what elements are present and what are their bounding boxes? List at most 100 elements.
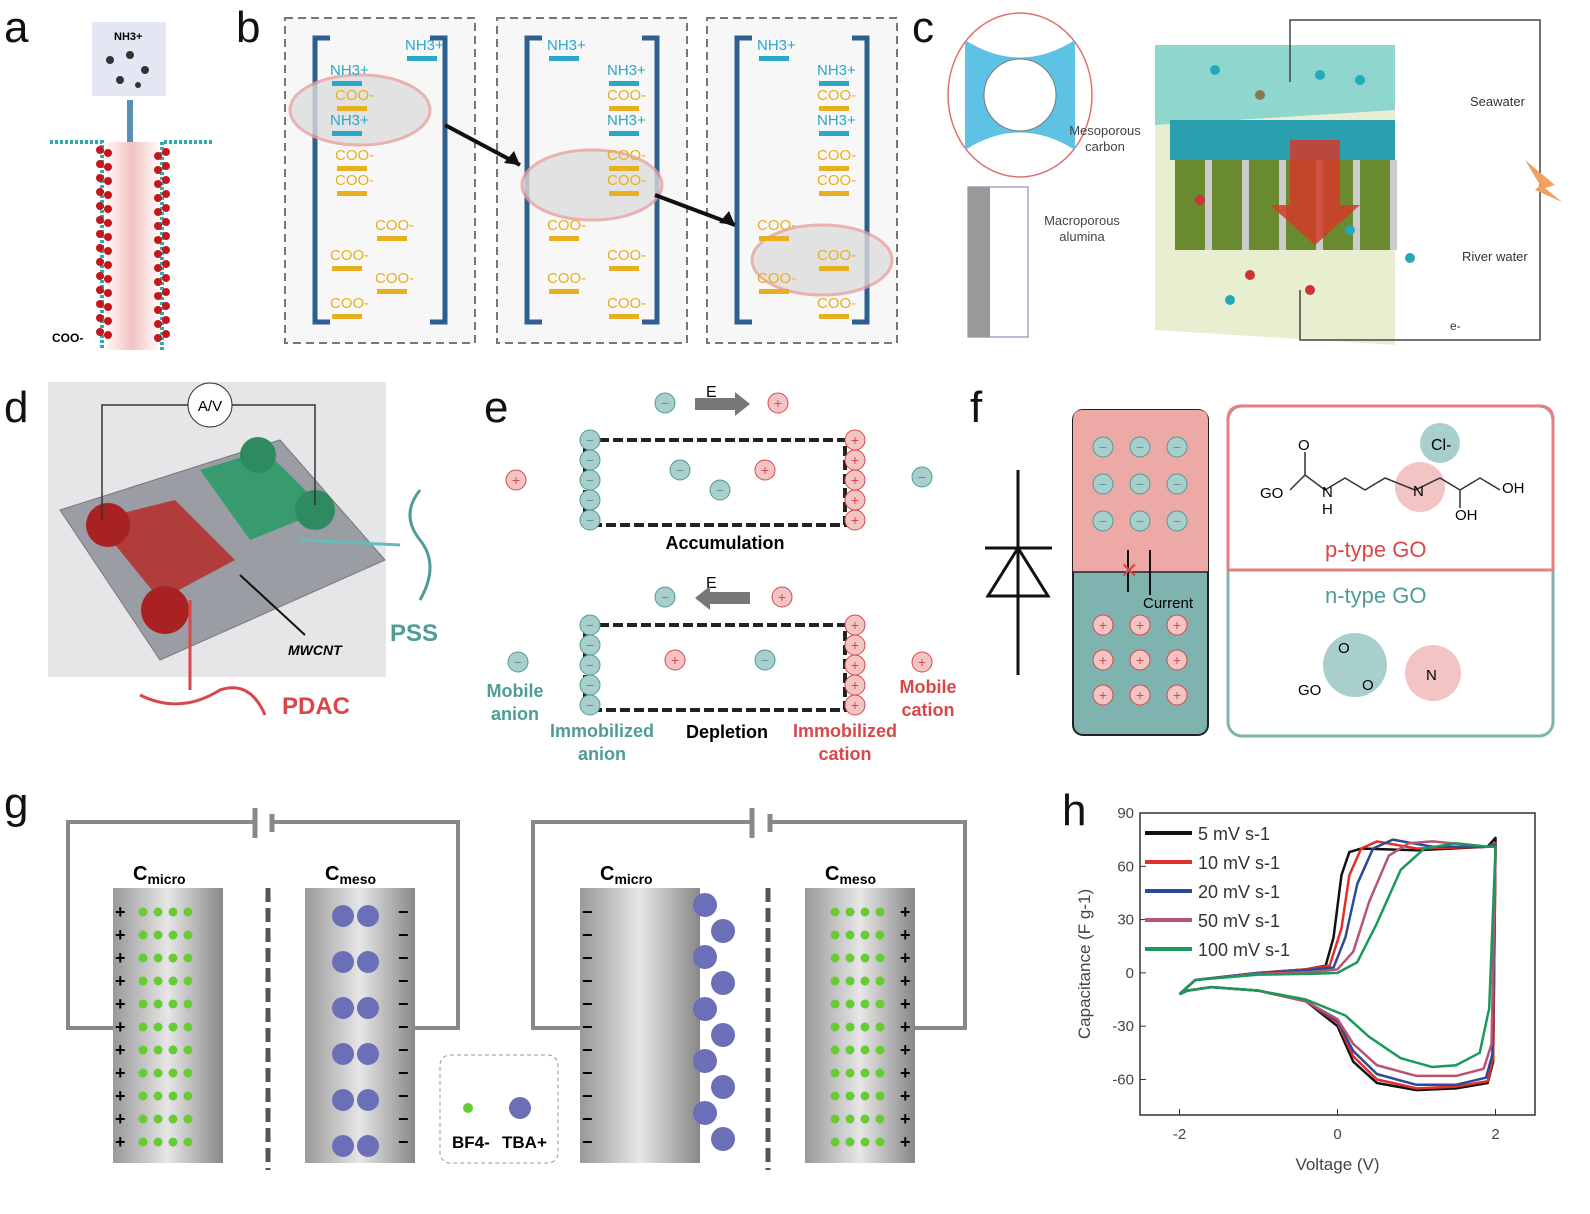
label-electron: e- xyxy=(1450,319,1461,333)
bf4-ion xyxy=(860,1114,870,1124)
ion-sign: + xyxy=(851,472,859,488)
cation-icon xyxy=(1129,614,1151,636)
bf4-ion xyxy=(183,1068,193,1078)
bf4-ion xyxy=(830,953,840,963)
amine-label: NH3+ xyxy=(330,112,369,129)
carboxyl-dot xyxy=(162,162,170,170)
carboxyl-dot xyxy=(96,314,104,322)
ion xyxy=(1345,225,1355,235)
charge-sign: − xyxy=(398,1109,409,1129)
electrode-label: Cmeso xyxy=(825,863,876,887)
carboxyl-dot xyxy=(162,190,170,198)
carboxyl-dot xyxy=(96,328,104,336)
ion-sign: − xyxy=(1099,513,1107,529)
carboxyl-dot xyxy=(162,204,170,212)
bf4-ion xyxy=(830,1091,840,1101)
bf4-ion xyxy=(138,1022,148,1032)
carboxyl-dot xyxy=(104,177,112,185)
carboxyl-bar xyxy=(377,236,407,241)
channel-wall xyxy=(430,35,448,325)
charge-sign: + xyxy=(900,1063,911,1083)
carboxyl-dot xyxy=(104,275,112,283)
ion-sign: + xyxy=(1136,617,1144,633)
electrode xyxy=(113,888,223,1163)
chloride-label: Cl- xyxy=(1431,437,1451,454)
label-tba: TBA+ xyxy=(502,1133,547,1152)
bf4-ion xyxy=(168,1114,178,1124)
label-n-type-go: n-type GO xyxy=(1325,583,1426,608)
bf4-ion xyxy=(168,999,178,1009)
bf4-ion xyxy=(168,953,178,963)
ion-sign: + xyxy=(512,472,520,488)
ion-sign: + xyxy=(851,492,859,508)
carboxyl-bar xyxy=(609,166,639,171)
bf4-ion xyxy=(168,1137,178,1147)
carboxyl-dot xyxy=(154,152,162,160)
bf4-ion xyxy=(830,1068,840,1078)
pore-wall xyxy=(1390,160,1397,250)
carboxyl-dot xyxy=(96,286,104,294)
molecule-structure xyxy=(1289,452,1501,508)
tba-ion xyxy=(711,1023,735,1047)
channel-wall xyxy=(312,35,330,325)
carboxyl-dot xyxy=(104,205,112,213)
anion-icon xyxy=(1166,473,1188,495)
label-seawater: Seawater xyxy=(1470,94,1526,109)
carboxyl-dot xyxy=(154,222,162,230)
carboxyl-label: COO- xyxy=(547,217,586,234)
anion-icon xyxy=(579,509,601,531)
bf4-ion xyxy=(860,1068,870,1078)
bf4-ion xyxy=(860,930,870,940)
ion-sign: + xyxy=(1136,652,1144,668)
bf4-ion xyxy=(860,907,870,917)
bf4-ion xyxy=(168,1045,178,1055)
carboxyl-dot xyxy=(104,247,112,255)
bf4-ion xyxy=(153,953,163,963)
carboxyl-bar xyxy=(549,236,579,241)
charge-sign: − xyxy=(398,1086,409,1106)
circuit xyxy=(101,404,316,520)
carboxyl-dot xyxy=(96,160,104,168)
y-tick-label: 0 xyxy=(1126,965,1134,982)
anion-icon xyxy=(654,392,676,414)
tba-ion xyxy=(357,1043,379,1065)
electrode xyxy=(805,888,915,1163)
carboxyl-dot xyxy=(154,180,162,188)
anion-icon xyxy=(1129,510,1151,532)
bf4-ion xyxy=(153,1091,163,1101)
cation-icon xyxy=(844,509,866,531)
carboxyl-dot xyxy=(162,246,170,254)
amine-label: NH3+ xyxy=(607,62,646,79)
ion-sign: + xyxy=(851,512,859,528)
amine-label: NH3+ xyxy=(547,37,586,54)
circuit xyxy=(531,820,967,1030)
ion-sign: + xyxy=(851,617,859,633)
carboxyl-dot xyxy=(104,163,112,171)
bf4-ion xyxy=(138,907,148,917)
pointer xyxy=(299,538,401,547)
charge-sign: − xyxy=(582,994,593,1014)
ion-sign: + xyxy=(1099,687,1107,703)
ion-sign: − xyxy=(586,637,594,653)
charge-sign: − xyxy=(398,971,409,991)
carboxyl-dot xyxy=(104,289,112,297)
label-mwcnt: MWCNT xyxy=(288,642,343,658)
cation-icon xyxy=(754,459,776,481)
tba-ion xyxy=(357,1089,379,1111)
carboxyl-dot xyxy=(96,230,104,238)
channel-wall xyxy=(852,35,870,325)
carboxyl-label: COO- xyxy=(330,295,369,312)
bf4-ion xyxy=(183,1022,193,1032)
anion-icon xyxy=(1129,473,1151,495)
ion-sign: + xyxy=(851,697,859,713)
y-tick-label: 90 xyxy=(1117,805,1134,822)
channel-wall xyxy=(734,35,752,325)
cation-icon xyxy=(664,649,686,671)
o-label: O xyxy=(1338,640,1350,657)
charge-sign: − xyxy=(582,902,593,922)
tba-ion xyxy=(711,919,735,943)
cation-icon xyxy=(505,469,527,491)
